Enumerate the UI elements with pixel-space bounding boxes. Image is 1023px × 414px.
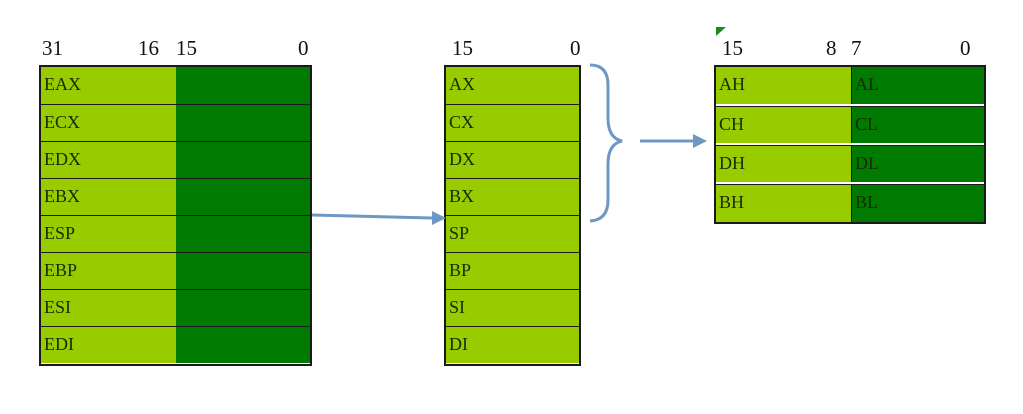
register-row-bx: BX bbox=[446, 178, 579, 215]
register-row-bp: BP bbox=[446, 252, 579, 289]
register-name: ESP bbox=[41, 216, 176, 252]
register-low-byte: AL bbox=[851, 67, 984, 104]
register-name: EDI bbox=[41, 327, 176, 363]
register-low-byte: DL bbox=[851, 146, 984, 182]
register-name: ESI bbox=[41, 290, 176, 326]
register-row-ecx: ECX bbox=[41, 104, 310, 141]
register-table-32bit: EAX ECX EDX EBX ESP EBP ESI EDI bbox=[39, 65, 312, 366]
register-row-edi: EDI bbox=[41, 326, 310, 363]
register-row-eax: EAX bbox=[41, 67, 310, 104]
low-half bbox=[176, 253, 310, 289]
register-row-edx: EDX bbox=[41, 141, 310, 178]
register-name: ECX bbox=[41, 105, 176, 141]
bit-label-15: 15 bbox=[176, 36, 197, 60]
register-row-esi: ESI bbox=[41, 289, 310, 326]
bit-label-8: 8 bbox=[826, 36, 837, 60]
arrow-ebx-to-bx bbox=[311, 211, 446, 225]
register-name: EBX bbox=[41, 179, 176, 215]
register-high-byte: BH bbox=[716, 185, 851, 222]
bit-label-0: 0 bbox=[298, 36, 309, 60]
register-low-byte: CL bbox=[851, 107, 984, 143]
register-row-ebx: EBX bbox=[41, 178, 310, 215]
bit-label-15: 15 bbox=[452, 36, 473, 60]
low-half bbox=[176, 327, 310, 363]
register-name: BP bbox=[446, 253, 579, 289]
bit-label-0: 0 bbox=[960, 36, 971, 60]
bit-label-16: 16 bbox=[138, 36, 159, 60]
low-half bbox=[176, 290, 310, 326]
register-high-byte: CH bbox=[716, 107, 851, 143]
register-name: EAX bbox=[41, 67, 176, 104]
bit-label-7: 7 bbox=[851, 36, 862, 60]
low-half bbox=[176, 67, 310, 104]
register-row-ebp: EBP bbox=[41, 252, 310, 289]
register-name: SP bbox=[446, 216, 579, 252]
register-high-byte: DH bbox=[716, 146, 851, 182]
curly-brace-icon bbox=[589, 63, 623, 223]
register-name: CX bbox=[446, 105, 579, 141]
bit-label-31: 31 bbox=[42, 36, 63, 60]
register-row-esp: ESP bbox=[41, 215, 310, 252]
register-row-si: SI bbox=[446, 289, 579, 326]
register-name: AX bbox=[446, 67, 579, 104]
register-high-byte: AH bbox=[716, 67, 851, 104]
register-row-di: DI bbox=[446, 326, 579, 363]
register-row-dx: DX bbox=[446, 141, 579, 178]
register-row-ax: AX bbox=[446, 67, 579, 104]
register-name: EBP bbox=[41, 253, 176, 289]
register-table-16bit: AX CX DX BX SP BP SI DI bbox=[444, 65, 581, 366]
corner-marker-icon bbox=[716, 27, 726, 36]
register-name: SI bbox=[446, 290, 579, 326]
register-low-byte: BL bbox=[851, 185, 984, 222]
arrow-to-8bit-table bbox=[640, 134, 707, 148]
low-half bbox=[176, 105, 310, 141]
low-half bbox=[176, 179, 310, 215]
register-name: EDX bbox=[41, 142, 176, 178]
register-name: BX bbox=[446, 179, 579, 215]
register-row-sp: SP bbox=[446, 215, 579, 252]
bit-label-0: 0 bbox=[570, 36, 581, 60]
low-half bbox=[176, 142, 310, 178]
low-half bbox=[176, 216, 310, 252]
register-row-cx: CX bbox=[446, 104, 579, 141]
bit-label-15: 15 bbox=[722, 36, 743, 60]
register-name: DX bbox=[446, 142, 579, 178]
register-name: DI bbox=[446, 327, 579, 363]
